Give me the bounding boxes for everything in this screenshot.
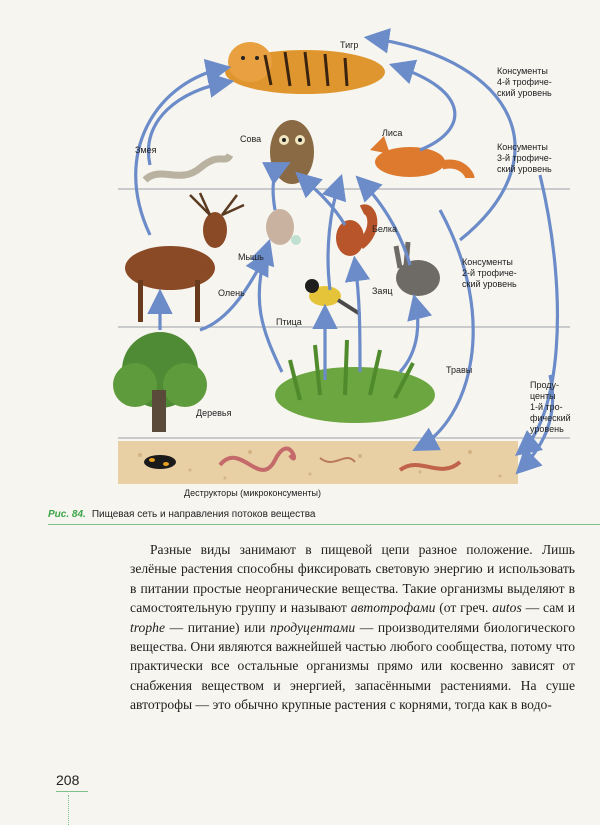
tiger-icon xyxy=(225,42,385,94)
fox-icon xyxy=(370,136,475,180)
label-deer: Олень xyxy=(218,288,245,298)
term-autotrophs: автотрофами xyxy=(350,600,436,616)
caption-rule xyxy=(48,524,600,525)
flow-arrows xyxy=(134,28,560,475)
mouse-icon xyxy=(266,209,301,245)
larva-icon xyxy=(319,457,356,463)
food-web-figure: Тигр Змея Сова Лиса Мышь Белка Олень Зая… xyxy=(113,28,571,498)
food-web-illustration xyxy=(113,28,570,484)
earthworm-icon xyxy=(218,446,296,472)
label-grasses: Травы xyxy=(446,365,473,375)
label-squirrel: Белка xyxy=(372,224,398,234)
term-producers: продуцентами xyxy=(270,619,356,635)
label-fox: Лиса xyxy=(382,128,403,138)
body-paragraph: Разные виды занимают в пищевой цепи разн… xyxy=(130,542,576,713)
label-hare: Заяц xyxy=(372,286,393,296)
page-number: 208 xyxy=(56,772,80,788)
page-dotted-line xyxy=(68,795,69,825)
bird-icon xyxy=(305,279,362,316)
caption-number: Рис. 84. xyxy=(48,509,86,520)
grass-icon xyxy=(275,339,435,423)
figure-caption: Рис. 84. Пищевая сеть и направления поток… xyxy=(48,509,316,520)
centipede-icon xyxy=(398,460,462,472)
beetle-icon xyxy=(144,455,176,469)
label-owl: Сова xyxy=(240,134,262,144)
deer-icon xyxy=(125,192,245,322)
label-trees: Деревья xyxy=(196,408,232,418)
caption-text: Пищевая сеть и направления потоков вещес… xyxy=(91,509,316,520)
label-mouse: Мышь xyxy=(238,252,264,262)
snake-icon xyxy=(142,153,234,183)
label-snake: Змея xyxy=(135,145,157,155)
squirrel-icon xyxy=(336,204,378,256)
label-bird: Птица xyxy=(276,317,302,327)
tree-icon xyxy=(113,332,207,432)
soil-strip xyxy=(118,441,518,484)
label-destructors: Деструкторы (микроконсументы) xyxy=(184,488,321,498)
label-tiger: Тигр xyxy=(340,40,359,50)
page-rule xyxy=(56,791,88,792)
hare-icon xyxy=(393,241,440,296)
